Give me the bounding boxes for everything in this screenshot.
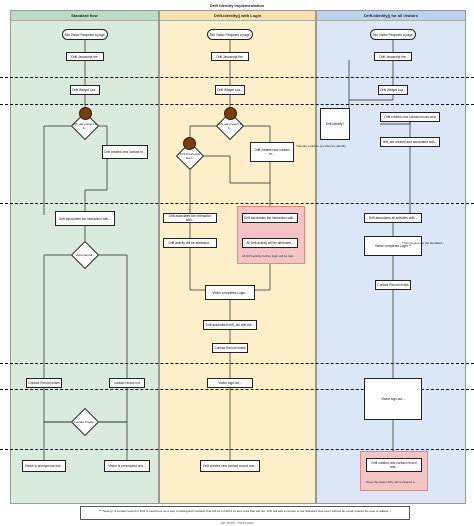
all-logout-node: Visitor logs out... [364,378,422,420]
standard-js-node: Drift Javascript fire. [66,52,104,61]
standard-prescripted-node: Visitor is prescripted and... [104,460,150,472]
login-hl-attributed-node: All Drift activity will be attributed... [242,238,298,248]
standard-create-contact-node: Drift creates new contact re... [102,145,148,159]
login-create-contact-node: Drift creates new contact re... [250,142,294,162]
login-complete-node: Visitor completes Login... [205,285,255,300]
all-aid-created-node: drift_aid created and associated with... [380,137,440,147]
cookie-icon [79,107,92,120]
login-hl-note: All Drift activity before login will be … [242,254,296,258]
lane-header: Drift.identify() for all Visitors [317,11,465,21]
login-associate-node: Drift associates the interaction with... [163,213,217,223]
all-associate-node: Drift associates all activities with... [364,213,422,223]
login-new-contact-node: Drift creates new contact record and... [200,460,260,472]
lane-header: Drift.identify() with Login [160,11,315,21]
all-widget-node: Drift Widget Loa... [378,85,408,95]
identify-note: *Identify could be provided by identify [296,144,346,148]
standard-start-node: Site Visitor Requests a page. [62,29,108,40]
all-create-contact-node: Drift creates new contact record and [380,112,440,122]
standard-associate-node: Drift associates the interaction with... [55,211,115,226]
standard-email-decision: Visitor Email... [70,240,100,270]
phase-separator [0,104,474,105]
login-associate-aid-node: Drift associated drift_aid with the... [203,320,257,330]
all-start-node: Site Visitor Requests a page. [370,29,416,40]
phase-separator [0,449,474,450]
login-logout-node: Visitor logs out... [207,378,253,388]
standard-created-decision: Contact Create... [70,407,100,437]
lane-header: Standard flow [11,11,158,21]
footnote: ** "Seeing" a contact record in Drift is… [80,506,410,520]
login-widget-node: Drift Widget Loa... [215,85,245,95]
standard-cookie-decision: drift_aid present in b... [70,111,100,141]
login-hl-associate-node: Drift associates the interaction with... [242,213,298,223]
standard-anonymous-node: Visitor is anonymous and... [22,460,66,472]
login-cookie-decision: drift_aid present in b... [215,111,245,141]
login-record-exists-node: Contact Record exists [212,343,248,353]
standard-record-exists-node: Contact Record exists [26,378,62,388]
cookie-icon [183,137,196,150]
resolved-note: *This resolves to the identified... [402,241,445,245]
standard-record-not-node: contact record not [109,378,145,388]
all-identify-node: Drift identify? [320,108,350,140]
all-js-node: Drift Javascript fire. [374,52,412,61]
phase-separator [0,203,474,204]
bottom-caption: שיווק דיגיטלי - וויינזיגר יוגב [220,521,254,525]
phase-separator [0,389,474,390]
login-attributed-node: Drift activity will be attributed... [163,238,217,248]
all-login-node: Visitor completes Login ** [364,236,422,256]
all-new-contact-node: Drift creates new contact record and... [366,458,422,472]
all-record-exists-node: Contact Record exists [375,280,411,290]
page-title: Drift Identify Implementation [209,3,265,8]
phase-separator [0,77,474,78]
standard-widget-node: Drift Widget Loa... [70,85,100,95]
cookie-icon [224,107,237,120]
all-hl-note: Once the visitor drift_aid is cleared a.… [366,480,418,484]
login-js-node: Drift Javascript fire. [211,52,249,61]
phase-separator [0,363,474,364]
login-start-node: Site Visitor Requests a page. [207,29,253,40]
login-previously-identified-decision: Drift Previously Iden... [175,141,205,171]
